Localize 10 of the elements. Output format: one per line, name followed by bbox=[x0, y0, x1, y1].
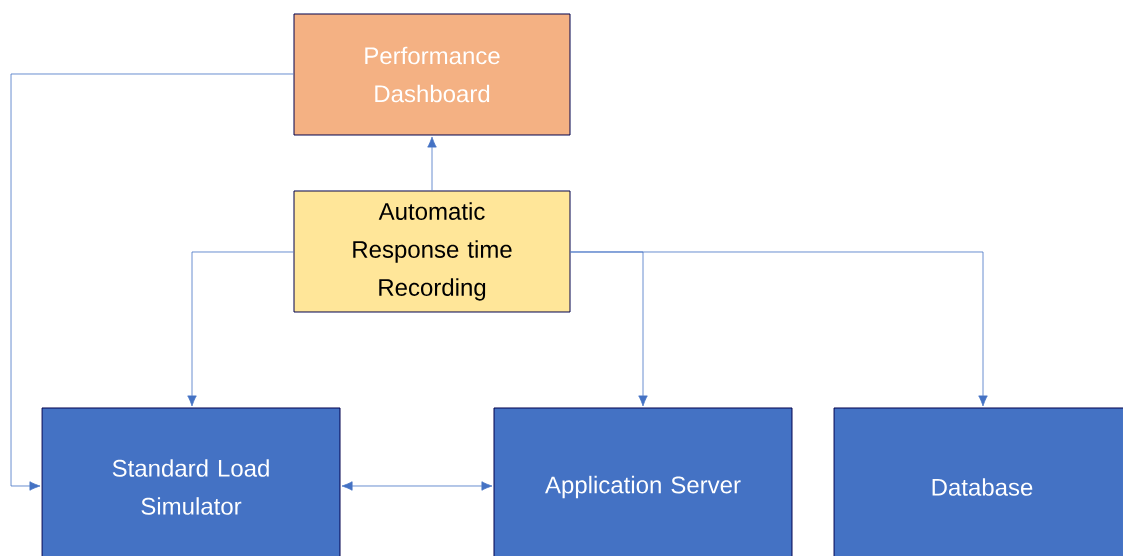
arrow bbox=[570, 251, 988, 407]
component-box: Application Server bbox=[493, 407, 793, 556]
arrow bbox=[10, 73, 294, 491]
component-box: Database bbox=[833, 407, 1123, 556]
arrow bbox=[341, 481, 493, 491]
arrow bbox=[427, 136, 437, 191]
component-box: Standard Load Simulator bbox=[41, 407, 341, 556]
arrow bbox=[187, 251, 294, 407]
process-box: Automatic Response time Recording bbox=[293, 190, 571, 313]
dashboard-box: Performance Dashboard bbox=[293, 13, 571, 136]
